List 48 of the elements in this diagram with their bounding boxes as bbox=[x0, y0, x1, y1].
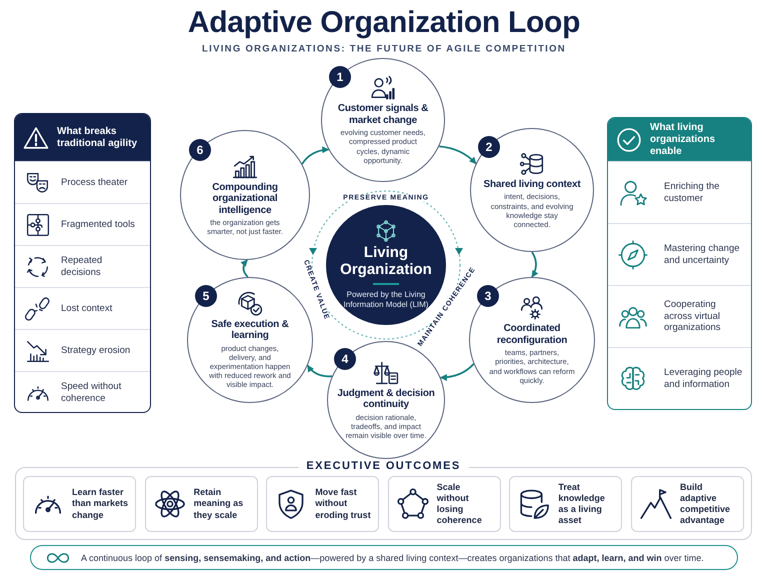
item-text: Strategy erosion bbox=[61, 344, 130, 356]
step-heading: Judgment & decision continuity bbox=[336, 388, 436, 411]
step-heading: Shared living context bbox=[484, 178, 580, 190]
outcome-text: Move fast without eroding trust bbox=[315, 487, 372, 521]
arrow bbox=[301, 146, 330, 164]
step-heading: Coordinated reconfiguration bbox=[496, 323, 568, 346]
caption-text: A continuous loop of sensing, sensemaking, and action—powered by a shared living context—creates organizations that adapt, learn, and win over time. bbox=[81, 552, 704, 562]
sidebar-panel bbox=[14, 113, 151, 413]
step-heading: Customer signals & market change bbox=[336, 103, 430, 126]
panel-heading: What living organizations enable bbox=[650, 122, 716, 158]
arrow bbox=[531, 252, 538, 278]
outcome-text: Retain meaning as they scale bbox=[194, 487, 244, 521]
outcome-card bbox=[266, 476, 380, 532]
outcome-text: Scale without losing coherence bbox=[436, 482, 483, 526]
step-number: 2 bbox=[478, 136, 500, 158]
arrow bbox=[240, 259, 248, 278]
step-number: 5 bbox=[195, 285, 217, 307]
outcome-card bbox=[631, 476, 744, 532]
step-heading: Compounding organizational intelligence bbox=[211, 182, 279, 216]
outcome-text: Treat knowledge as a living asset bbox=[558, 482, 606, 526]
step-heading: Safe execution & learning bbox=[210, 318, 290, 342]
item-text: Lost context bbox=[61, 302, 112, 314]
arrow bbox=[439, 146, 477, 164]
panel-heading: What breaks traditional agility bbox=[57, 126, 138, 150]
outcome-text: Build adaptive competitive advantage bbox=[680, 482, 732, 526]
sidebar-panel bbox=[607, 117, 752, 410]
subtitle: LIVING ORGANIZATIONS: THE FUTURE OF AGILE COMPETITION bbox=[202, 44, 566, 54]
item-text: Repeated decisions bbox=[61, 254, 104, 278]
step-number: 1 bbox=[329, 66, 351, 88]
item-text: Speed without coherence bbox=[61, 380, 122, 404]
item-text: Fragmented tools bbox=[61, 218, 135, 230]
outcome-text: Learn faster than markets change bbox=[72, 487, 129, 521]
step-number: 4 bbox=[334, 348, 356, 370]
arrow bbox=[306, 364, 332, 378]
item-text: Enriching the customer bbox=[664, 180, 720, 204]
outcome-card bbox=[23, 476, 136, 532]
outcome-card bbox=[509, 476, 622, 532]
step-number: 6 bbox=[189, 139, 211, 161]
outcome-card bbox=[144, 476, 258, 532]
item-text: Cooperating across virtual organizations bbox=[664, 298, 722, 334]
section-heading: EXECUTIVE OUTCOMES bbox=[298, 460, 469, 472]
title: Adaptive Organization Loop bbox=[186, 6, 582, 40]
step-number: 3 bbox=[477, 285, 499, 307]
item-text: Leveraging people and information bbox=[664, 366, 744, 390]
item-text: Process theater bbox=[61, 176, 128, 188]
outcome-card bbox=[388, 476, 501, 532]
item-text: Mastering change and uncertainty bbox=[664, 242, 741, 266]
arrow bbox=[440, 363, 474, 381]
